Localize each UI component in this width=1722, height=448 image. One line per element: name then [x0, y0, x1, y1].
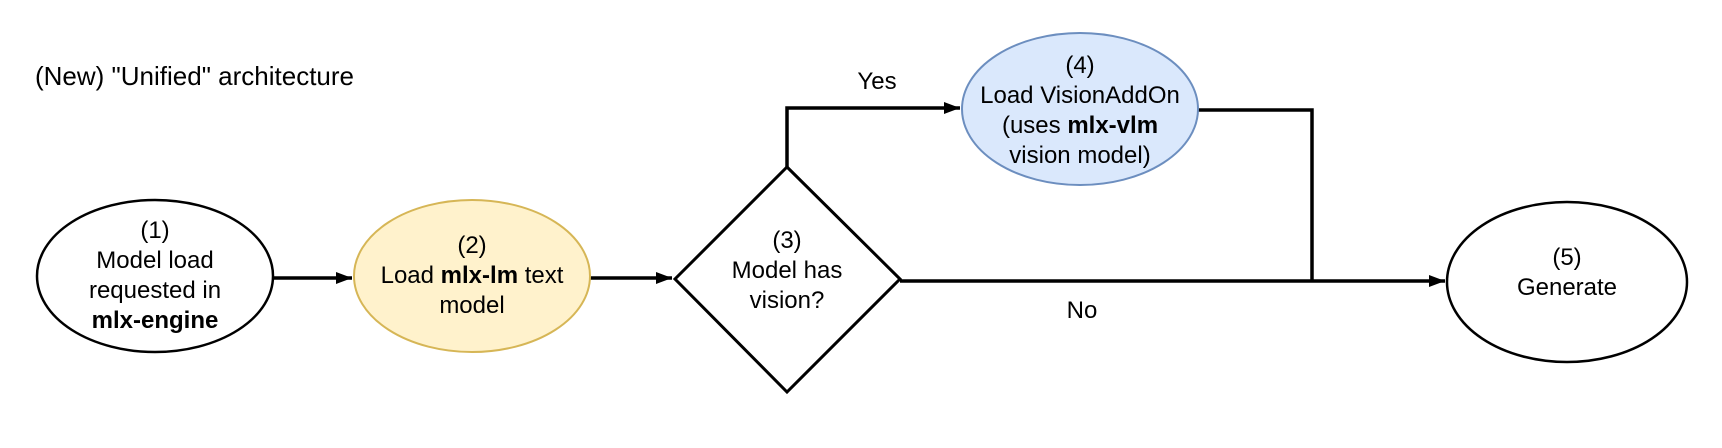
node-step1-ellipse [35, 198, 275, 354]
step-number: (5) [1552, 244, 1582, 271]
step-text-line-bold: mlx-engine [91, 307, 219, 334]
step-text-line: (uses mlx-vlm [1001, 112, 1159, 139]
edge-step4-merge-to-no-line [1197, 108, 1314, 281]
node-step5-label: (5) Generate [1437, 243, 1697, 303]
step-number: (1) [140, 217, 170, 244]
step-text-line: requested in [88, 277, 222, 304]
node-step5-ellipse [1445, 200, 1689, 364]
node-step1-label: (1) Model load requested in mlx-engine [25, 216, 285, 336]
step-text-line: Load VisionAddOn [980, 82, 1180, 109]
step-text-line: vision? [749, 287, 825, 314]
node-step4-label: (4) Load VisionAddOn (uses mlx-vlm visio… [950, 51, 1210, 171]
step-text-line: Model load [96, 247, 214, 274]
diagram-title: (New) "Unified" architecture [35, 61, 355, 91]
step-text-line: vision model) [1009, 142, 1151, 169]
step-number: (2) [457, 232, 487, 259]
node-step3-diamond [672, 164, 903, 395]
edge-label-yes: Yes [857, 68, 897, 95]
node-step3-label: (3) Model has vision? [657, 226, 917, 316]
edge-step3-yes-to-step4 [785, 102, 960, 167]
node-step2-ellipse [353, 199, 591, 353]
edge-label-no: No [1066, 297, 1098, 324]
step-number: (3) [772, 227, 802, 254]
node-step2-label: (2) Load mlx-lm text model [342, 231, 602, 321]
step-number: (4) [1065, 52, 1095, 79]
step-text-line: Load mlx-lm text [380, 262, 564, 289]
step-text-line: Model has [731, 257, 843, 284]
node-step4-ellipse [961, 32, 1199, 186]
step-text-line: model [439, 292, 505, 319]
step-text-line: Generate [1516, 274, 1618, 301]
